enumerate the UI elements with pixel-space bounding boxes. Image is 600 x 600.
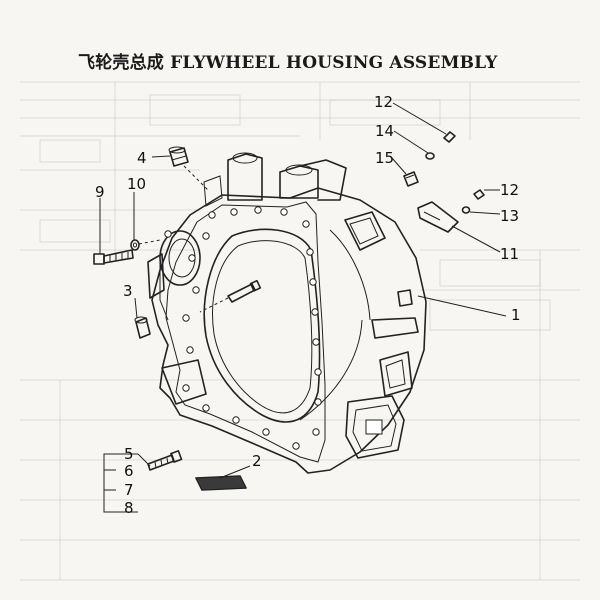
- callout-3: 3: [123, 282, 133, 300]
- part-9-bolt: [93, 249, 134, 265]
- callout-7: 7: [124, 481, 134, 499]
- callout-labels: 1 2 3 4 5 6 7 8 9 10 11 12 12 13 14 15: [95, 93, 521, 517]
- title-chinese: 飞轮壳总成: [78, 53, 164, 73]
- diagram-title: 飞轮壳总成 FLYWHEEL HOUSING ASSEMBLY: [78, 48, 498, 73]
- part-5-8-bolt-set: [147, 450, 183, 471]
- callout-9: 9: [95, 183, 105, 201]
- callout-4: 4: [137, 149, 147, 167]
- part-13-washer: [461, 206, 471, 214]
- callout-14: 14: [375, 122, 394, 140]
- part-4-plug: [168, 146, 209, 191]
- callout-6: 6: [124, 462, 134, 480]
- callout-1: 1: [511, 306, 521, 324]
- title-english: FLYWHEEL HOUSING ASSEMBLY: [170, 53, 498, 73]
- leader-lines: [99, 102, 507, 513]
- callout-5: 5: [124, 445, 134, 463]
- flywheel-housing-body: [147, 152, 427, 474]
- part-3-cap: [134, 316, 151, 339]
- part-14-washer: [425, 152, 435, 160]
- callout-11: 11: [500, 245, 519, 263]
- callout-2: 2: [252, 452, 262, 470]
- callout-15: 15: [375, 149, 394, 167]
- part-11-cover-plate: [417, 201, 459, 233]
- part-12-screw-right: [473, 189, 485, 200]
- callout-12-top: 12: [374, 93, 393, 111]
- callout-10: 10: [127, 175, 146, 193]
- part-10-washer: [130, 239, 161, 251]
- callout-12-right: 12: [500, 181, 519, 199]
- callout-8: 8: [124, 499, 134, 517]
- part-12-screw-top: [443, 131, 456, 143]
- housing-stud-bolt: [199, 279, 262, 313]
- part-2-nameplate: [195, 475, 247, 491]
- part-15-clip: [403, 171, 419, 187]
- callout-13: 13: [500, 207, 519, 225]
